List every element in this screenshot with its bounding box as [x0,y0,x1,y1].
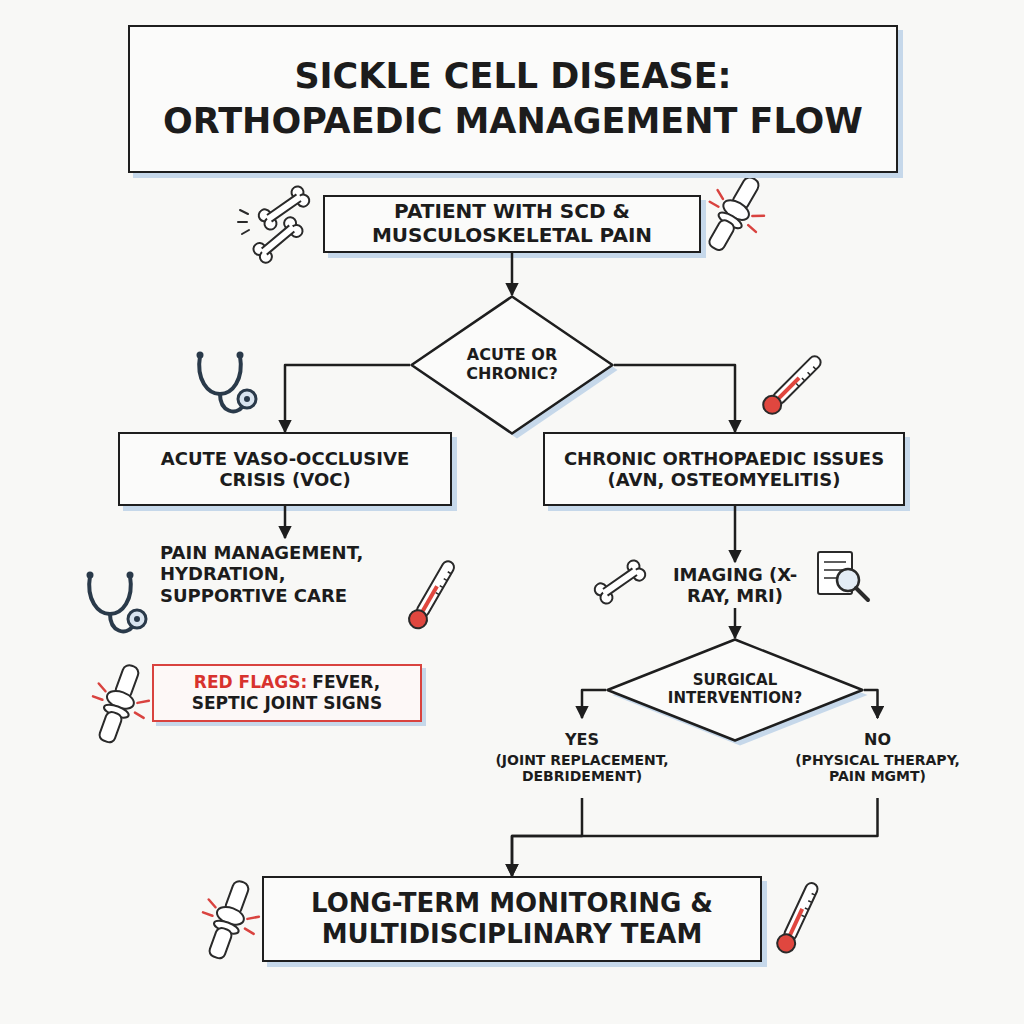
text-group: PAIN MANAGEMENT, HYDRATION, SUPPORTIVE C… [160,542,404,606]
decision-diamond: SURGICAL INTERVENTION? [606,638,864,742]
decision-diamond: ACUTE OR CHRONIC? [410,295,614,435]
node-text: CHRONIC ORTHOPAEDIC ISSUES (AVN, OSTEOMY… [555,448,893,490]
text-group: IMAGING (X-RAY, MRI) [662,564,808,606]
flow-arrow [285,365,410,432]
flow-arrow [512,798,582,876]
bone-icon [592,558,647,606]
spark-lines [238,210,249,234]
diagram-title: SICKLE CELL DISEASE: ORTHOPAEDIC MANAGEM… [162,54,865,145]
text-group: CHRONIC ORTHOPAEDIC ISSUES (AVN, OSTEOMY… [555,448,893,490]
text-group: SURGICAL INTERVENTION? [650,672,820,707]
node-text: ACUTE OR CHRONIC? [462,346,562,384]
flow-arrow [614,365,735,432]
thermometer-icon [774,880,822,956]
flow-arrow [284,506,287,538]
magnifier-document-icon [818,552,868,600]
node-text: NO [790,731,965,750]
text-group: ACUTE VASO-OCCLUSIVE CRISIS (VOC) [130,448,440,490]
joint-icon [80,657,159,751]
text-group: YES (JOINT REPLACEMENT, DEBRIDEMENT) [492,731,672,785]
node-text: IMAGING (X-RAY, MRI) [662,564,808,606]
process-box: PATIENT WITH SCD & MUSCULOSKELETAL PAIN [323,195,701,253]
node-text: ACUTE VASO-OCCLUSIVE CRISIS (VOC) [130,448,440,490]
step-text: NO (PHYSICAL THERAPY, PAIN MGMT) [790,718,965,798]
diamond-shape [608,640,863,741]
magnifier-document-icon [856,588,868,600]
flow-arrow [511,253,514,295]
text-group: NO (PHYSICAL THERAPY, PAIN MGMT) [790,731,965,785]
title-box: SICKLE CELL DISEASE: ORTHOPAEDIC MANAGEM… [128,25,898,173]
node-text: LONG-TERM MONITORING & MULTIDISCIPLINARY… [274,888,750,949]
text-group: RED FLAGS:FEVER, SEPTIC JOINT SIGNS [166,672,408,714]
flow-arrow [582,690,606,718]
node-text: PAIN MANAGEMENT, HYDRATION, SUPPORTIVE C… [160,542,404,606]
stethoscope-icon [197,352,257,412]
joint-icon [190,873,269,967]
flow-arrow [734,506,737,562]
text-group: ACUTE OR CHRONIC? [462,346,562,384]
thermometer-icon [406,558,459,632]
bone-icon [251,215,305,265]
node-text: YES [492,731,672,750]
stethoscope-icon [87,572,147,632]
node-text: (JOINT REPLACEMENT, DEBRIDEMENT) [492,752,672,785]
flow-arrow [734,608,737,638]
step-text: YES (JOINT REPLACEMENT, DEBRIDEMENT) [492,718,672,798]
step-text: PAIN MANAGEMENT, HYDRATION, SUPPORTIVE C… [160,538,404,610]
process-box: ACUTE VASO-OCCLUSIVE CRISIS (VOC) [118,432,452,506]
thermometer-icon [759,352,825,418]
flow-arrow [512,798,878,876]
node-text: RED FLAGS: [194,672,307,692]
alert-box: RED FLAGS:FEVER, SEPTIC JOINT SIGNS [152,664,422,722]
node-text: (PHYSICAL THERAPY, PAIN MGMT) [790,752,965,785]
process-box: CHRONIC ORTHOPAEDIC ISSUES (AVN, OSTEOMY… [543,432,905,506]
knee-joint-icon [691,165,779,262]
node-text: PATIENT WITH SCD & MUSCULOSKELETAL PAIN [335,200,689,247]
diamond-shape [412,297,613,434]
connector-group [285,253,878,876]
node-text: SURGICAL INTERVENTION? [650,672,820,707]
flow-arrow [864,690,878,718]
text-group: PATIENT WITH SCD & MUSCULOSKELETAL PAIN [335,200,689,247]
process-box: LONG-TERM MONITORING & MULTIDISCIPLINARY… [262,876,762,962]
step-text: IMAGING (X-RAY, MRI) [662,562,808,608]
text-group: LONG-TERM MONITORING & MULTIDISCIPLINARY… [274,888,750,949]
